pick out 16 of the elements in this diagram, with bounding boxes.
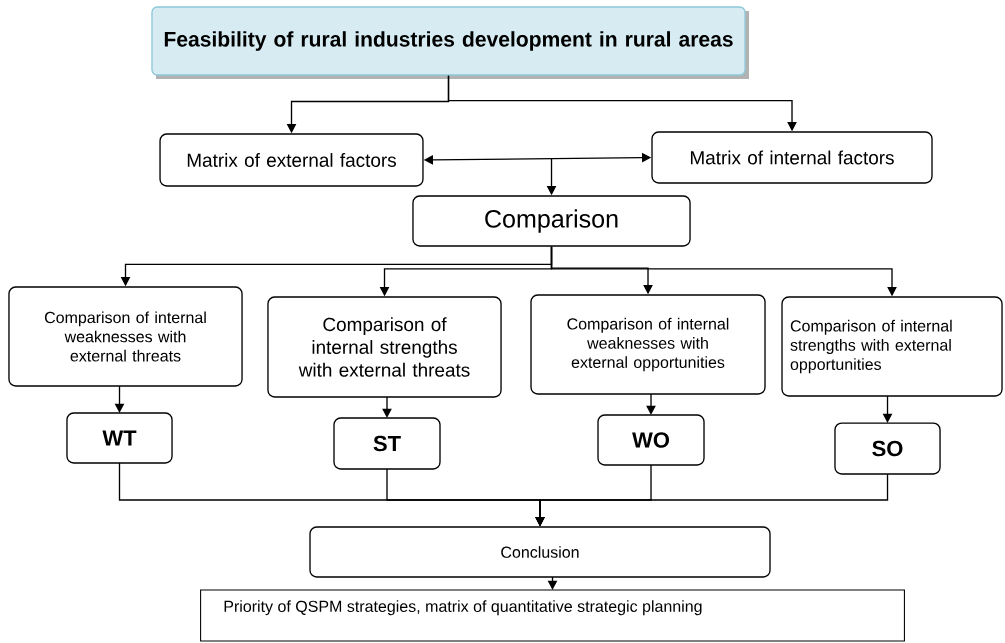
process-box: Comparison: [412, 195, 691, 247]
process-box: Comparison of internal weaknesses with external opportunities: [530, 294, 766, 395]
result-box: Priority of QSPM strategies, matrix of quantitative strategic planning: [200, 589, 905, 642]
title-banner: Feasibility of rural industries development in rural areas: [151, 6, 749, 79]
connector-arrow: [646, 393, 656, 415]
process-box: Comparison of internal strengths with external opportunities: [781, 296, 1003, 397]
connector-arrow: [382, 396, 392, 418]
process-box: SO: [834, 422, 941, 475]
process-box: Matrix of internal factors: [651, 131, 933, 184]
process-box: Comparison of internal weaknesses with external threats: [8, 286, 243, 387]
process-box: WO: [597, 414, 705, 466]
process-box: WT: [66, 412, 173, 464]
process-box: Conclusion: [309, 526, 771, 578]
process-box: ST: [333, 417, 441, 470]
process-box: Matrix of external factors: [159, 133, 424, 187]
process-box: Comparison of internal strengths with external threats: [267, 296, 502, 398]
